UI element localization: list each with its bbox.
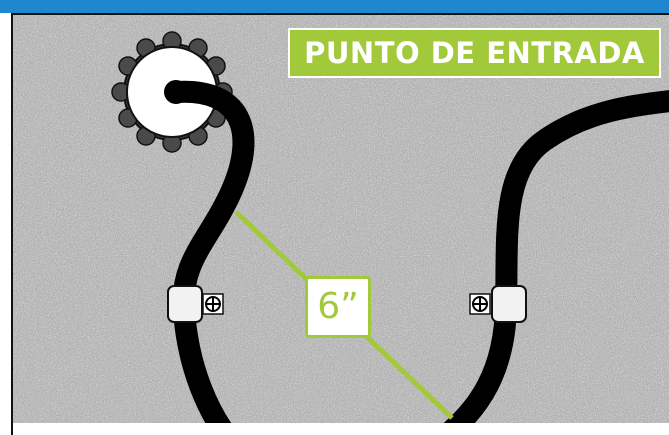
entry-point-label: PUNTO DE ENTRADA <box>288 28 661 78</box>
header-bar <box>0 0 669 13</box>
cable-clip-left <box>167 285 224 323</box>
cable-clip-right <box>469 285 527 323</box>
cable <box>165 80 669 423</box>
installation-diagram <box>13 15 669 423</box>
screw-icon <box>472 296 488 312</box>
screw-icon <box>205 296 221 312</box>
diagram-frame <box>11 13 669 435</box>
distance-label: 6” <box>305 276 371 338</box>
